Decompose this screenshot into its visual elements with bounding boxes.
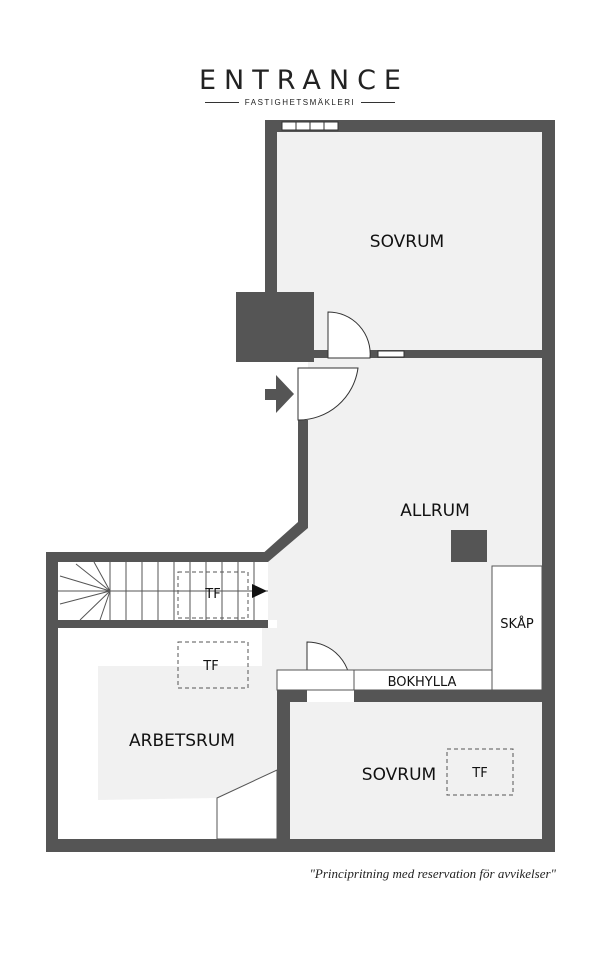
skap-cabinet bbox=[491, 565, 543, 691]
label-tf-arbetsrum: TF bbox=[202, 659, 218, 674]
wall-bottom bbox=[46, 839, 555, 852]
brand-logo: ENTRANCE FASTIGHETSMÄKLERI bbox=[0, 65, 600, 108]
wall-stairs-top bbox=[46, 552, 268, 562]
label-skap: SKÅP bbox=[500, 616, 534, 632]
floor-sovrum-bottom bbox=[290, 702, 542, 839]
tf-box-stairs bbox=[177, 571, 249, 619]
floor-sovrum-top bbox=[277, 132, 542, 352]
floors bbox=[58, 132, 542, 839]
wall-stairs-bottom bbox=[58, 620, 268, 628]
floor-arbetsrum bbox=[98, 628, 277, 800]
wall-mid-a bbox=[314, 350, 328, 358]
staircase bbox=[58, 561, 268, 621]
label-allrum: ALLRUM bbox=[400, 501, 470, 521]
wall-mid-b bbox=[370, 350, 542, 358]
wall-diagonal bbox=[260, 420, 308, 562]
fixtures bbox=[216, 565, 543, 840]
floor-allrum bbox=[268, 358, 542, 690]
walls bbox=[46, 120, 555, 852]
door-sovrum-top bbox=[327, 311, 371, 359]
wall-sovrum-left bbox=[277, 690, 290, 840]
wall-chimney-top bbox=[277, 292, 314, 312]
brand-name: ENTRANCE bbox=[199, 65, 409, 96]
windows bbox=[281, 121, 405, 358]
shelf-left bbox=[276, 669, 355, 691]
stair-direction-arrow-icon bbox=[252, 584, 267, 598]
wall-left-lower bbox=[46, 552, 58, 852]
tagline-rule-left bbox=[204, 102, 239, 103]
chimney-column bbox=[451, 530, 487, 562]
brand-tagline-row: FASTIGHETSMÄKLERI bbox=[0, 98, 600, 107]
brand-tagline: FASTIGHETSMÄKLERI bbox=[244, 98, 356, 107]
tagline-rule-right bbox=[361, 102, 396, 103]
wall-sovrum-top-left bbox=[277, 690, 307, 702]
arbetsrum-corner bbox=[216, 769, 278, 840]
labels: SOVRUM ALLRUM SKÅP BOKHYLLA ARBETSRUM SO… bbox=[129, 232, 534, 785]
label-sovrum-top: SOVRUM bbox=[370, 232, 444, 252]
label-arbetsrum: ARBETSRUM bbox=[129, 731, 235, 751]
tf-box-arbetsrum bbox=[177, 641, 249, 689]
wall-sovrum-top bbox=[354, 690, 542, 702]
entry-arrow-icon bbox=[265, 375, 294, 413]
tf-areas bbox=[177, 571, 514, 796]
label-tf-stairs: TF bbox=[204, 587, 220, 602]
label-sovrum-bottom: SOVRUM bbox=[362, 765, 436, 785]
window-vent bbox=[377, 350, 405, 358]
disclaimer-text: "Principritning med reservation för avvi… bbox=[309, 866, 556, 881]
wall-right bbox=[542, 120, 555, 852]
door-entry bbox=[297, 367, 359, 421]
label-tf-sovrum: TF bbox=[471, 766, 487, 781]
label-bokhylla: BOKHYLLA bbox=[388, 675, 457, 690]
